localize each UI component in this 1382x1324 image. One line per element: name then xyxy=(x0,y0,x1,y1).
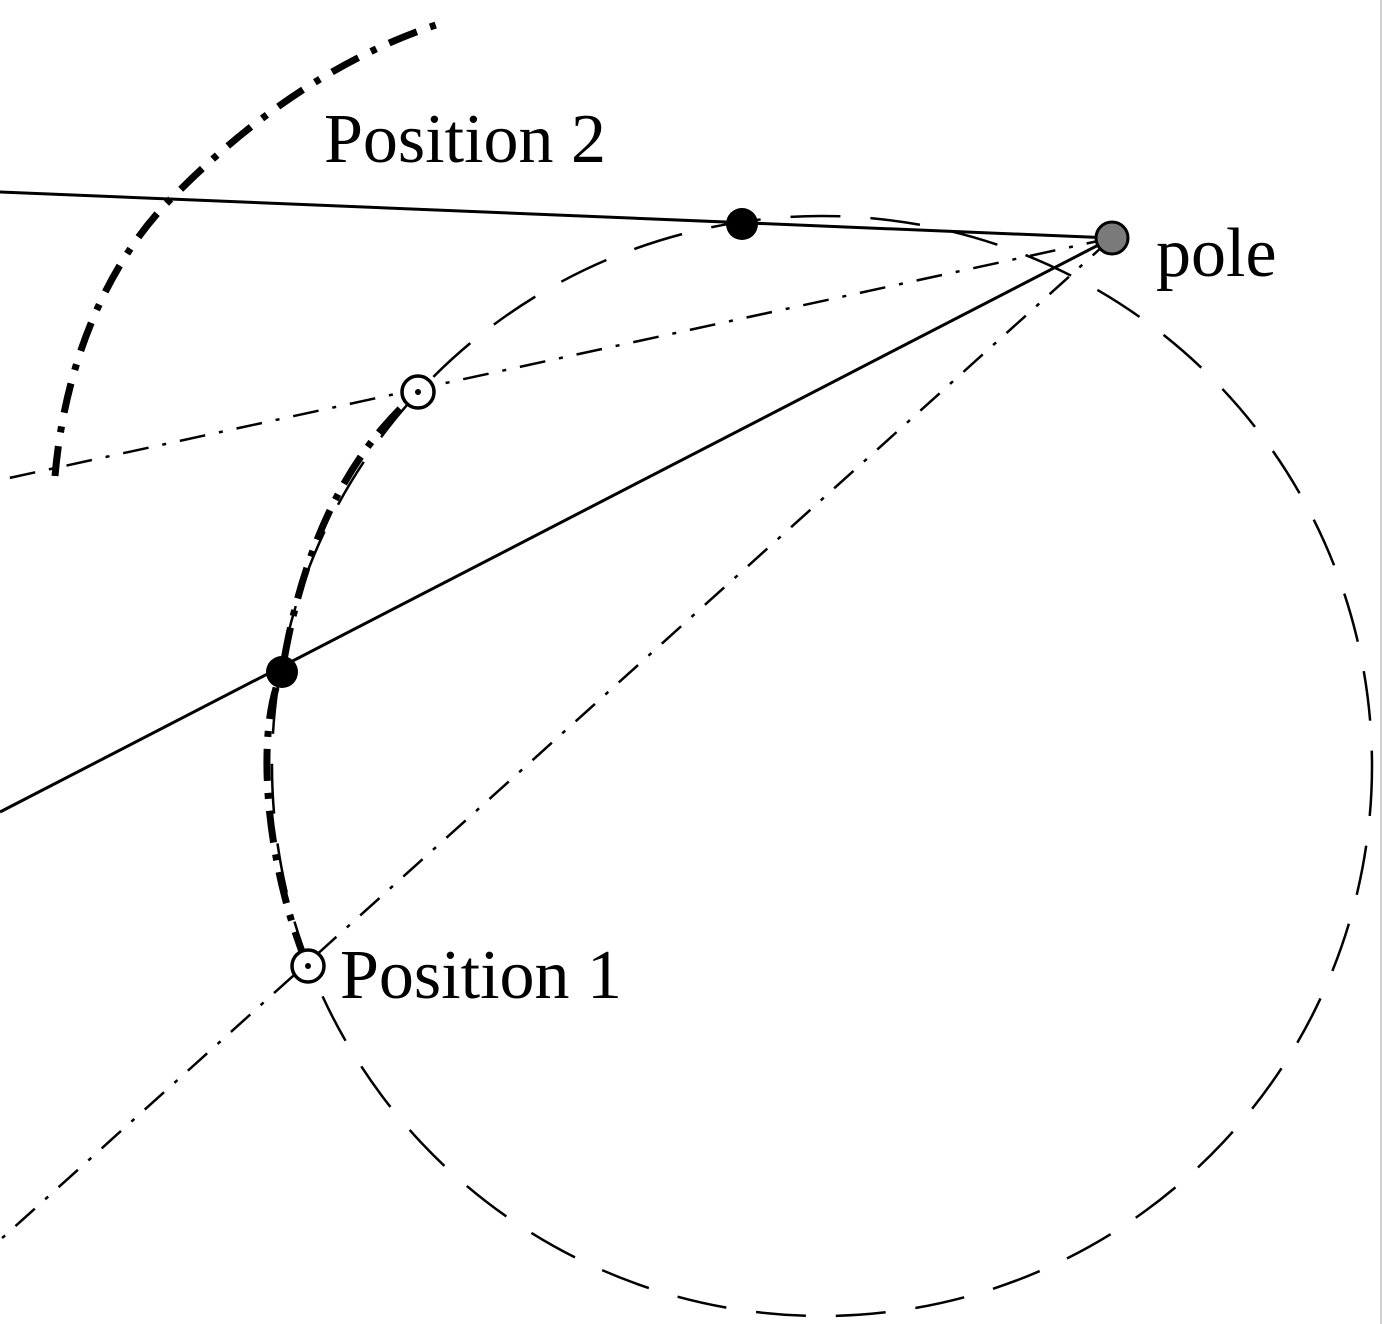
dashed-circle xyxy=(270,214,1374,1318)
pole-label: pole xyxy=(1156,215,1277,292)
solid-line-upper xyxy=(0,190,1113,240)
heavy-dash-dot-arc xyxy=(51,18,447,477)
position-1-label: Position 1 xyxy=(340,937,622,1014)
frame-right-edge xyxy=(1380,0,1382,1324)
position-2-label: Position 2 xyxy=(324,101,606,178)
dash-dot-line-lower xyxy=(0,237,1113,1241)
lower-filled-point xyxy=(266,656,298,688)
dash-dot-line-upper xyxy=(0,236,1113,482)
upper-filled-point xyxy=(726,208,758,240)
position-1-marker xyxy=(290,948,326,984)
pole-marker xyxy=(1094,220,1130,256)
solid-line-lower xyxy=(0,236,1113,814)
position-2-marker xyxy=(400,374,436,410)
